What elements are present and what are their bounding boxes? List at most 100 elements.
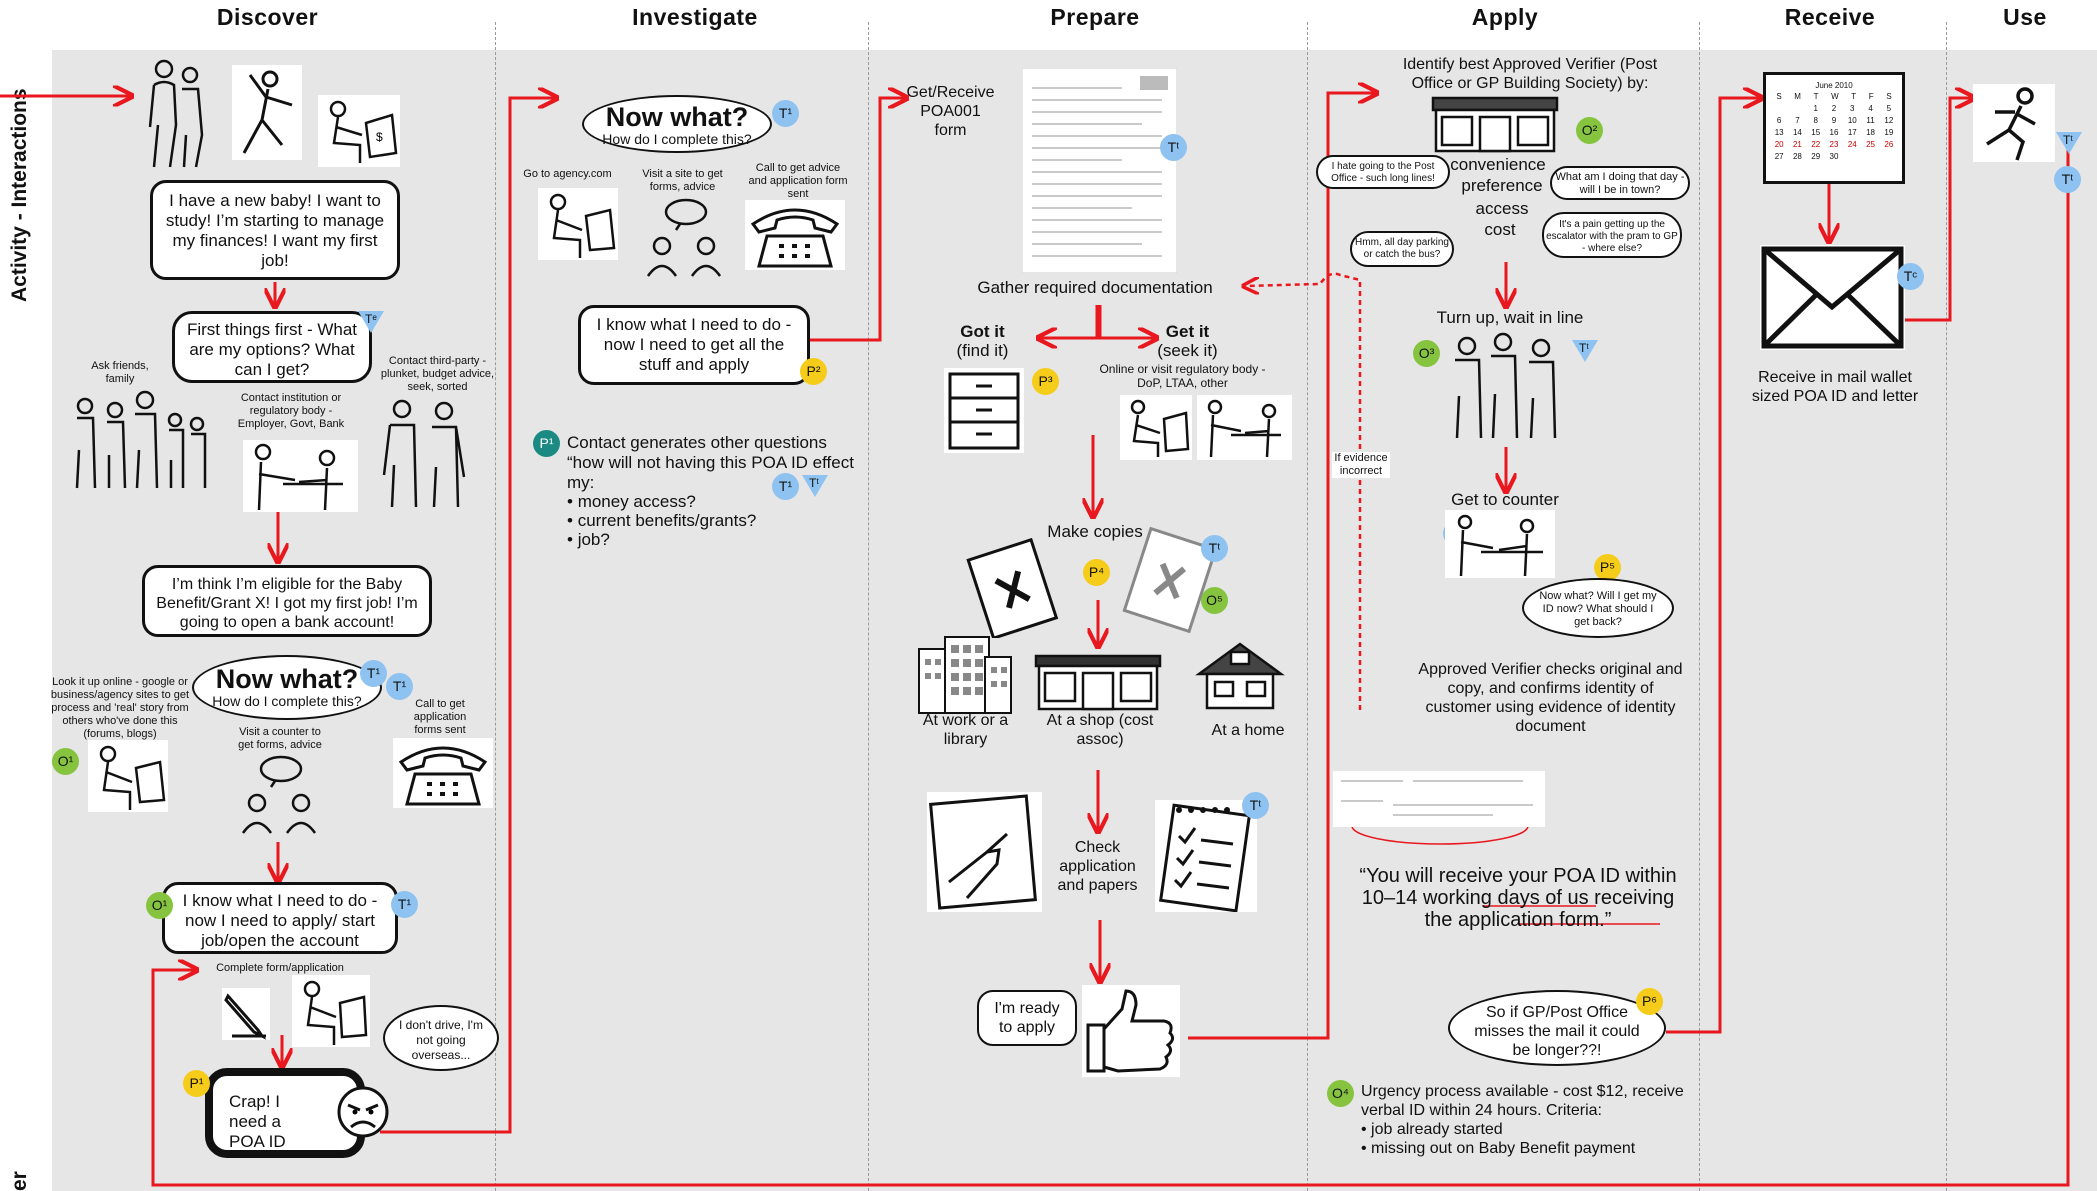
bullet-text: job already started xyxy=(1371,1121,1503,1138)
label-at-shop: At a shop (cost assoc) xyxy=(1046,712,1154,748)
label-contact-institution: Contact institution or regulatory body -… xyxy=(237,392,345,430)
bullet-3: • job? xyxy=(567,530,610,549)
person-at-counter-icon xyxy=(1445,510,1555,578)
badge-T-1: T¹ xyxy=(772,100,799,127)
badge-P-1: P¹ xyxy=(183,1070,210,1097)
calendar-day: 14 xyxy=(1792,128,1802,137)
now-what-heading: Now what? xyxy=(215,664,359,694)
find-it-subtitle: (find it) xyxy=(956,341,1009,360)
label-got-it: Got it(find it) xyxy=(940,322,1025,360)
speech-bubble-new-baby: I have a new baby! I want to study! I’m … xyxy=(150,180,400,280)
label-at-home: At a home xyxy=(1211,722,1285,739)
badge-P-1-teal: P¹ xyxy=(533,430,560,457)
urgency-bullet-2: • missing out on Baby Benefit payment xyxy=(1361,1140,1636,1157)
two-people-talking-icon xyxy=(646,198,722,277)
family-icon xyxy=(148,59,204,168)
badge-P-3: P³ xyxy=(1032,368,1059,395)
calendar-day: 25 xyxy=(1866,140,1876,149)
now-what-heading: Now what? xyxy=(605,102,749,132)
label-visit-counter: Visit a counter to get forms, advice xyxy=(238,726,322,751)
thought-cloud-so-if: So if GP/Post Office misses the mail it … xyxy=(1448,990,1666,1066)
urgency-bullet-1: • job already started xyxy=(1361,1121,1503,1138)
badge-O-4: O⁴ xyxy=(1327,1080,1354,1107)
label-check: Check application and papers xyxy=(1057,839,1138,894)
badge-T-t: Tᵗ xyxy=(1160,134,1187,161)
house-icon xyxy=(1195,642,1285,710)
calendar-blank xyxy=(1770,103,1788,115)
column-divider xyxy=(1307,22,1308,1191)
got-it-heading: Got it xyxy=(960,322,1005,341)
label-turn-up: Turn up, wait in line xyxy=(1436,308,1584,327)
label-access: access xyxy=(1475,199,1529,218)
calendar-day: 13 xyxy=(1774,128,1784,137)
label-at-work: At work or a library xyxy=(922,712,1009,748)
thought-cloud-now-what-investigate: Now what? How do I complete this? xyxy=(582,95,772,153)
column-heading-prepare: Prepare xyxy=(1050,4,1140,30)
badge-T-t: Tᵗ xyxy=(1201,535,1228,562)
badge-T-t: Tᵗ xyxy=(1572,340,1598,362)
label-visit-site: Visit a site to get forms, advice xyxy=(642,168,723,193)
label-contact-third-party: Contact third-party - plunket, budget ad… xyxy=(380,355,495,393)
form-document-icon xyxy=(1022,68,1177,273)
label-call-forms: Call to get application forms sent xyxy=(413,698,467,736)
speech-bubble-first-things: First things first - What are my options… xyxy=(172,311,372,383)
checklist-icon xyxy=(1155,800,1257,912)
label-gather: Gather required documentation xyxy=(977,278,1213,297)
calendar-day: 11 xyxy=(1866,116,1875,125)
label-get-counter: Get to counter xyxy=(1451,490,1559,509)
column-heading-discover: Discover xyxy=(216,4,319,30)
thought-cloud-what-doing: What am I doing that day - will I be in … xyxy=(1550,166,1690,200)
calendar-day: 24 xyxy=(1847,140,1857,149)
person-at-counter-icon xyxy=(1197,395,1292,460)
people-in-line-icon xyxy=(1455,332,1557,439)
column-heading-apply: Apply xyxy=(1471,4,1539,30)
bullet-text: missing out on Baby Benefit payment xyxy=(1371,1140,1636,1157)
label-get-it: Get it(seek it) xyxy=(1145,322,1230,360)
calendar-day: 29 xyxy=(1811,152,1821,161)
calendar-day: 28 xyxy=(1792,152,1802,161)
bullet-1: • money access? xyxy=(567,492,696,511)
bullet-text: job? xyxy=(577,530,610,549)
label-make-copies: Make copies xyxy=(1047,522,1143,541)
speech-bubble-eligible: I’m think I’m eligible for the Baby Bene… xyxy=(142,565,432,637)
calendar-day: 4 xyxy=(1868,104,1873,113)
calendar-day: 17 xyxy=(1847,128,1857,137)
badge-P-2: P² xyxy=(800,358,827,385)
calendar-day: 22 xyxy=(1811,140,1821,149)
calendar-title: June 2010 xyxy=(1815,81,1853,90)
column-heading-investigate: Investigate xyxy=(632,4,758,30)
calendar-day: 27 xyxy=(1774,152,1784,161)
calendar-day: 3 xyxy=(1850,104,1855,113)
label-identify-verifier: Identify best Approved Verifier (Post Of… xyxy=(1402,56,1658,92)
calendar-day: 15 xyxy=(1811,128,1821,137)
bullet-2: • current benefits/grants? xyxy=(567,511,757,530)
person-at-counter-icon xyxy=(243,440,358,512)
now-what-subtitle: How do I complete this? xyxy=(212,693,362,709)
label-preference: preference xyxy=(1461,176,1543,195)
couple-icon xyxy=(382,399,466,508)
angry-face-icon xyxy=(337,1086,389,1138)
telephone-icon xyxy=(745,200,845,270)
column-heading-use: Use xyxy=(2003,4,2047,30)
calendar-day: 18 xyxy=(1866,128,1876,137)
text-verifier-checks: Approved Verifier checks original and co… xyxy=(1418,661,1683,735)
group-of-people-icon xyxy=(75,390,207,489)
bullet-text: current benefits/grants? xyxy=(577,511,757,530)
speech-bubble-know-investigate: I know what I need to do - now I need to… xyxy=(578,305,810,385)
column-divider xyxy=(868,22,869,1191)
calendar-day: 6 xyxy=(1776,116,1782,125)
badge-O-1: O¹ xyxy=(146,892,173,919)
calendar-day: 7 xyxy=(1795,116,1800,125)
badge-P-5: P⁵ xyxy=(1594,554,1621,581)
badge-O-3: O³ xyxy=(1413,340,1440,367)
calendar-day: 9 xyxy=(1831,116,1837,125)
two-people-talking-icon xyxy=(241,755,317,834)
calendar-weekday: W xyxy=(1831,92,1839,101)
calendar-day: 12 xyxy=(1884,116,1894,125)
running-person-icon xyxy=(1973,84,2055,162)
badge-T-t: Tᵗ xyxy=(2054,166,2081,193)
thought-cloud-hmm-parking: Hmm, all day parking or catch the bus? xyxy=(1350,231,1454,267)
calendar-day: 23 xyxy=(1829,140,1839,149)
